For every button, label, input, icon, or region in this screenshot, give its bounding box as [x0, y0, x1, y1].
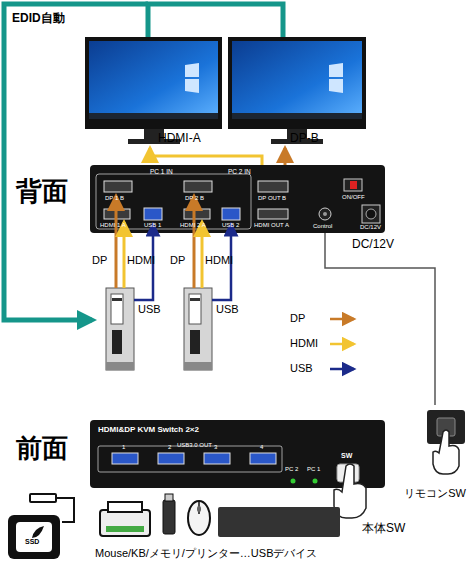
legend-text: HDMI: [290, 337, 318, 350]
label: Control: [313, 223, 332, 230]
label: 3: [214, 444, 217, 451]
usb-devices: [8, 494, 340, 559]
label: USB 2: [222, 222, 239, 229]
label: HDMI OUT A: [254, 222, 289, 229]
legend-line: [330, 318, 354, 321]
rear-panel: [90, 165, 385, 233]
panel-heading: 前面: [16, 434, 68, 464]
label: HDMI 2 A: [180, 222, 206, 229]
label: Mouse/KB/メモリ/プリンター…USBデバイス: [95, 547, 317, 560]
label: 本体SW: [362, 522, 405, 536]
pc-tower: [106, 288, 134, 370]
label: HDMI-A: [158, 132, 201, 146]
label: HDMI: [127, 254, 155, 267]
label: 1: [122, 444, 125, 451]
label: DP-B: [290, 132, 319, 146]
label: DP: [170, 254, 185, 267]
label: ON/OFF: [342, 194, 365, 201]
legend-line: [330, 368, 354, 371]
panel-title: HDMI&DP KVM Switch 2×2: [98, 425, 199, 434]
front-panel: [90, 420, 385, 488]
legend-text: USB: [290, 362, 313, 375]
label: SW: [341, 452, 352, 460]
label: USB: [138, 303, 161, 316]
label: DC/12V: [360, 224, 381, 231]
monitor: [228, 37, 366, 144]
label: USB3.0 OUT: [177, 442, 212, 449]
panel: 前面HDMI&DP KVM Switch 2×2: [90, 420, 385, 488]
label: PC 2: [285, 466, 298, 473]
monitor: [85, 37, 222, 144]
label: USB: [216, 303, 239, 316]
label: HDMI: [205, 254, 233, 267]
legend-line: [330, 343, 354, 346]
legend-text: DP: [290, 312, 305, 325]
label: 4: [260, 444, 263, 451]
label: PC 1: [307, 466, 320, 473]
panel-heading: リモコンSW: [402, 487, 468, 500]
label: USB 1: [144, 222, 161, 229]
label: DP 2 B: [185, 195, 204, 202]
panel-heading: 背面: [16, 177, 68, 207]
remote-switch: リモコンSW: [402, 405, 468, 505]
label: DP 1 B: [105, 195, 124, 202]
label: PC 1 IN: [150, 168, 173, 175]
label: DP: [92, 254, 107, 267]
label: DC/12V: [352, 238, 394, 252]
label: EDID自動: [12, 12, 65, 26]
control-cable: [325, 233, 435, 405]
label: DP OUT B: [258, 195, 286, 202]
pc-tower: [184, 288, 212, 370]
label: SSD: [25, 538, 39, 546]
label: HDMI 1 A: [100, 222, 126, 229]
label: PC 2 IN: [228, 168, 251, 175]
label: 2: [168, 444, 171, 451]
